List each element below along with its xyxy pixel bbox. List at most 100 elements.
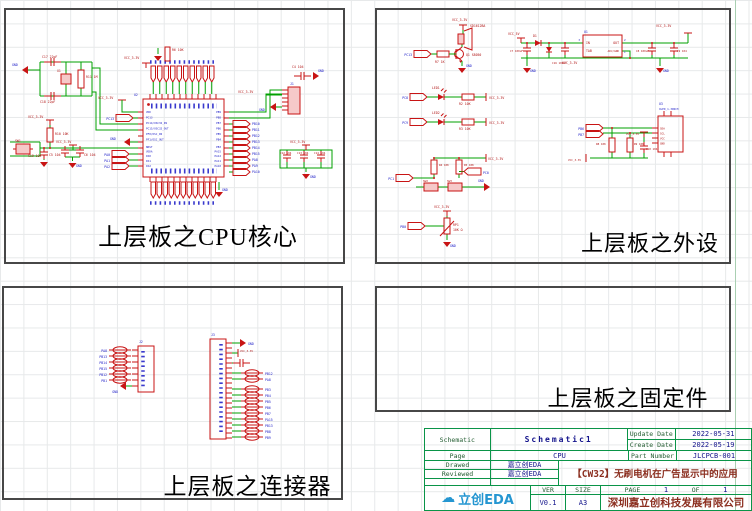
net-label: PC9 [402, 121, 408, 125]
page-label: Page [425, 451, 491, 462]
cap-label: C6 104 [84, 153, 96, 157]
logo-text: 立创EDA [458, 492, 514, 508]
net-label: PB0 [400, 225, 406, 229]
pin-label: PF0/OSC_IN [146, 132, 163, 136]
net-label: PA15 [265, 418, 273, 422]
net-label: PB15 [99, 367, 107, 371]
net-label: PA9 [252, 164, 258, 168]
net-label: GND [530, 69, 536, 73]
pin-label: VDDA [146, 150, 153, 154]
sheet-caption-connectors[interactable]: 上层板之连接器 [163, 474, 332, 499]
buzzer-circuit[interactable]: VCC_3.3V SD1612BA GND Q1 S8050 R7 1K PC1… [404, 18, 485, 73]
sheet-frame-fixtures[interactable] [375, 286, 731, 412]
sheet-caption-peripherals[interactable]: 上层板之外设 [580, 231, 719, 256]
part-label: OLED_1.3INCH [659, 107, 679, 111]
led-circuit-1[interactable]: PC8 LED1 R2 10K VCC_3.3V [402, 86, 504, 106]
res-label: R2 10K [459, 102, 471, 106]
net-label: GND [112, 390, 118, 394]
net-label: PA8 [101, 349, 107, 353]
empty-cell [425, 479, 491, 486]
net-label: GND [110, 137, 116, 141]
mcu-right-flags[interactable]: PB10 PB11 PB12 PB13 PB14 PB15 PA8 PA9 PA… [229, 120, 260, 176]
net-label: PB13 [99, 355, 107, 359]
ver-label: VER [531, 486, 566, 495]
title-block[interactable]: Schematic Schematic1 Update Date 2022-05… [424, 428, 752, 511]
decoupling-caps[interactable]: VCC_3.3V C12 104 C13 104 C14 104 GND [279, 140, 333, 179]
ref-label: J2 [139, 340, 143, 344]
mcu-top-flags[interactable]: VCC_3.3V R6 10K [124, 46, 215, 94]
sheet-caption-fixtures[interactable]: 上层板之固定件 [547, 386, 709, 411]
cap-label: C10 104 [646, 147, 658, 151]
lceda-logo[interactable]: ☁ 立创EDA [441, 489, 514, 508]
pin-label: GND [660, 142, 665, 146]
connector-j2[interactable]: J2 PA8 PB13 PB14 PB15 PB12 PB1 GND [99, 340, 155, 394]
cap-label: C7 100uF [510, 49, 523, 53]
cap-label: C12 104 [280, 151, 292, 155]
res-label: R6 10K [172, 48, 184, 52]
of-word: OF [691, 486, 700, 494]
logo-cell[interactable]: ☁ 立创EDA [425, 486, 531, 510]
pin-label: PA11 [215, 159, 222, 163]
oled-circuit[interactable]: U3 OLED_1.3INCH SDA SCL VCC GND PB6 PB7 … [568, 102, 684, 162]
xtal-label: X1 [57, 69, 61, 73]
pin-label: PC14/OSC32_IN [146, 121, 167, 125]
part-number-label: Part Number [629, 451, 677, 462]
net-label: VCC_3.3V [238, 90, 253, 94]
sheet-frame-peripherals[interactable] [375, 8, 731, 264]
net-label: PB6 [578, 127, 584, 131]
key-circuit[interactable]: VCC_3.3V R4 10K R5 10K PC1 PC0 SW2 SW3 G… [388, 154, 503, 192]
pin-label: PB9 [216, 110, 221, 114]
led-label: LED1 [432, 86, 440, 90]
net-label: VCC_3.3V [240, 349, 253, 353]
mcu-left-flags[interactable]: VCC_3.3V PC13 GND PA0 PA1 PA2 [98, 96, 138, 170]
res-label: R9 10K [634, 142, 644, 146]
res-label: R4 10K [439, 163, 449, 167]
net-label: VCC_3.3V [98, 96, 113, 100]
net-label: GND [76, 164, 82, 168]
net-label: PB11 [252, 128, 260, 132]
sheet-caption-cpu[interactable]: 上层板之CPU核心 [98, 225, 298, 251]
sheet-edge-line [735, 0, 736, 511]
net-label: VCC_3.3V [656, 24, 671, 28]
sheet-frame-cpu[interactable] [4, 8, 345, 264]
res-label: R11 1M [86, 75, 98, 79]
net-label: GND [663, 69, 669, 73]
net-label: PC13 [106, 117, 114, 121]
part-number: JLCPCB-001 [677, 451, 751, 462]
net-label: VCC_3.3V [488, 157, 503, 161]
size-label: SIZE [566, 486, 601, 495]
ref-label: J3 [211, 333, 215, 337]
ref-label: SW3 [447, 179, 452, 183]
net-label: GND [478, 179, 484, 183]
net-label: PC0 [483, 171, 489, 175]
mcu-bottom-flags[interactable]: GND [150, 181, 228, 205]
pin-label: SDA [660, 127, 665, 131]
net-label: GND [248, 342, 254, 346]
cap-label: C13 104 [297, 151, 309, 155]
debug-connector[interactable]: J1 VCC_3.3V GND C4 104 GND [229, 65, 324, 119]
company-name: 深圳嘉立创科技发展有限公司 [607, 497, 745, 509]
net-label: PB14 [252, 146, 260, 150]
regulator-circuit[interactable]: VCC_5V D1 C7 100uF C16 100uF U1 IN OUT T… [508, 24, 692, 73]
net-label: GND [466, 64, 472, 68]
reviewed-label: Reviewed [425, 470, 491, 480]
led-circuit-2[interactable]: PC9 LED2 R3 10K VCC_3.3V [402, 111, 504, 131]
vdda-decoupling[interactable]: VCC_3.3V C5 104 C6 104 GND [49, 140, 96, 168]
net-label: PB8 [265, 430, 271, 434]
net-label: VCC_3.3V [434, 205, 449, 209]
pin-label: SCL [660, 132, 665, 136]
connector-j3[interactable]: J3 GND VCC_3.3V PB12 PA8 PB3 PB4 PB5 PB6… [209, 333, 273, 441]
net-label: PB14 [99, 361, 107, 365]
reset-circuit[interactable]: VCC_3.3V R10 10K C19 104 SW1 [10, 115, 138, 167]
potentiometer-circuit[interactable]: VCC_3.3V RP1 10K Ω PB0 GND [400, 205, 462, 248]
mcu-symbol[interactable]: VDD PC13 PC14/OSC32_IN PC15/OSC32_OUT PF… [134, 93, 229, 182]
schematic-label: Schematic [425, 429, 491, 451]
res-label: R7 1K [435, 60, 445, 64]
net-label: PB4 [265, 394, 271, 398]
net-label: VCC_3.3V [562, 61, 577, 65]
crystal-circuit[interactable]: C17 22pF C18 22pF X1 R11 1M GND [12, 55, 138, 131]
cap-label: C9 104 [677, 49, 687, 53]
net-label: PA10 [252, 170, 260, 174]
sheet-frame-connectors[interactable] [2, 286, 343, 500]
